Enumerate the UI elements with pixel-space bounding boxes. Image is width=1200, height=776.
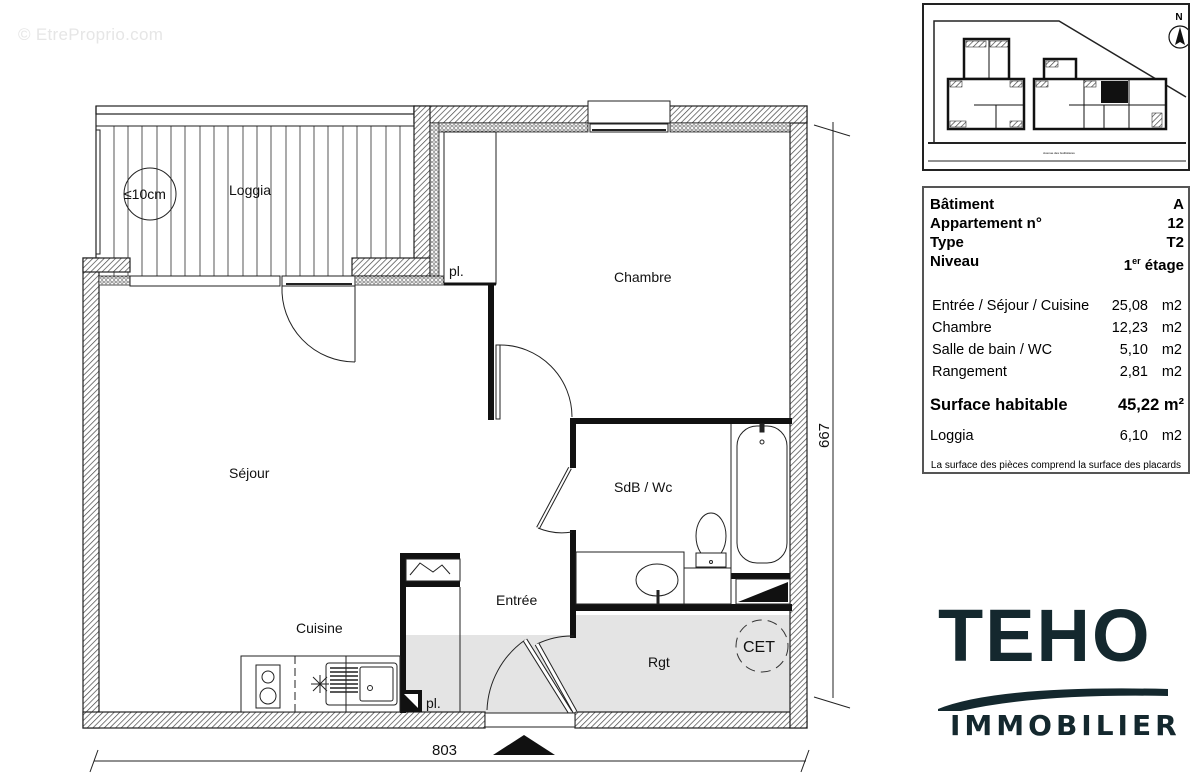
teho-logo: TEHO IMMOBILIER — [938, 594, 1181, 745]
room-label-loggia: Loggia — [229, 182, 271, 198]
door-sdb — [536, 467, 573, 534]
placard-label-entree: pl. — [426, 695, 441, 711]
north-arrow-icon — [1168, 25, 1192, 49]
dimension-height — [813, 122, 851, 709]
window-sejour — [129, 275, 356, 287]
entry-door — [484, 635, 578, 728]
tap-icon — [311, 675, 329, 693]
room-label-chambre: Chambre — [614, 269, 672, 285]
logo-swoosh-icon — [938, 688, 1168, 711]
logo-tagline: IMMOBILIER — [950, 709, 1181, 742]
loggia: ≤10cm Loggia — [95, 105, 415, 276]
bathtub — [730, 423, 788, 573]
room-label-rangement: Rgt — [648, 654, 670, 670]
room-label-cuisine: Cuisine — [296, 620, 343, 636]
surface-note: La surface des pièces comprend la surfac… — [930, 460, 1182, 471]
exterior-walls — [82, 105, 808, 729]
logo-wordmark: TEHO — [938, 594, 1152, 677]
kitchen-counter — [240, 655, 401, 713]
step-height-marker — [123, 167, 177, 221]
site-plan-drawing: Avenue des Guillotières N — [928, 12, 1192, 162]
svg-text:Avenue des Guillotières: Avenue des Guillotières — [1043, 151, 1075, 155]
rangement-zone — [404, 635, 790, 713]
watermark: © EtreProprio.com — [18, 25, 164, 44]
door-chambre — [495, 344, 573, 420]
kitchen-column — [405, 558, 461, 712]
room-label-sdb: SdB / Wc — [614, 479, 672, 495]
room-label-entree: Entrée — [496, 592, 537, 608]
dimension-height-label: 667 — [816, 423, 833, 448]
washbasin — [575, 551, 685, 605]
cet-marker — [735, 619, 789, 673]
toilet — [683, 512, 732, 605]
interior-walls — [400, 284, 792, 713]
north-label: N — [1175, 12, 1182, 23]
placard-label-chambre: pl. — [449, 263, 464, 279]
floor-plan: ≤10cm Loggia pl. — [82, 100, 851, 773]
entry-arrow-icon — [493, 735, 555, 755]
apartment-info-table: Bâtiment A Appartement n° 12 Type T2 Niv… — [922, 186, 1190, 474]
window-chambre — [587, 100, 671, 133]
dimension-width — [89, 749, 810, 773]
room-label-sejour: Séjour — [229, 465, 270, 481]
site-plan: Avenue des Guillotières N — [922, 3, 1192, 171]
loggia-step-note: ≤10cm — [124, 186, 166, 202]
door-loggia — [281, 285, 356, 363]
dimension-width-label: 803 — [432, 742, 457, 759]
equipment-label-cet: CET — [743, 639, 775, 656]
